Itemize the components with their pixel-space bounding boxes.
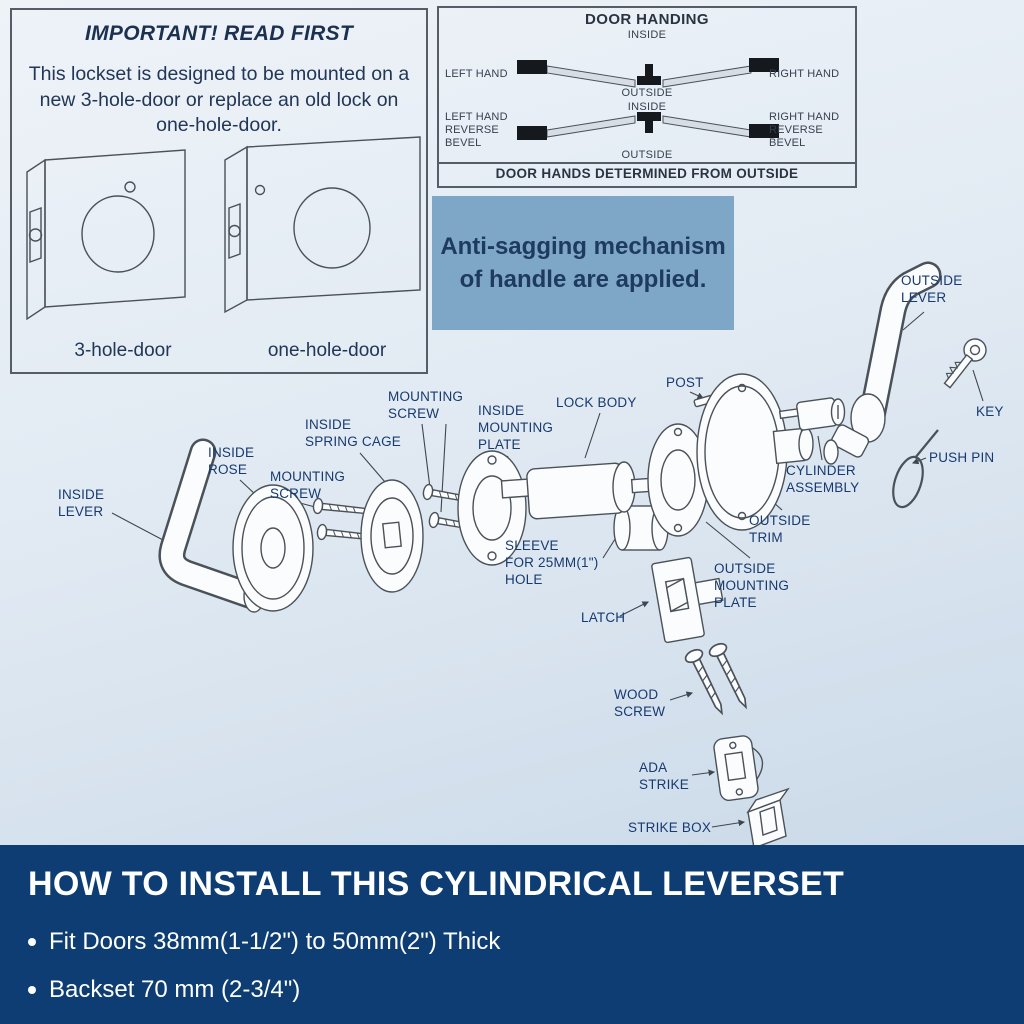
label-post: POST — [666, 375, 704, 390]
door-illustrations — [26, 136, 421, 321]
left-hand-label: LEFT HAND — [445, 68, 508, 80]
install-banner: HOW TO INSTALL THIS CYLINDRICAL LEVERSET… — [0, 845, 1024, 1024]
label-cylinder-assembly: CYLINDER ASSEMBLY — [786, 463, 860, 495]
right-hand-label: RIGHT HAND — [769, 68, 840, 80]
label-inside-rose: INSIDE ROSE — [208, 445, 255, 477]
door-1hole-label: one-hole-door — [267, 340, 387, 361]
banner-bullet-2-text: Backset 70 mm (2-3/4") — [49, 976, 301, 1003]
left-hand-reverse-label: LEFT HAND REVERSE BEVEL — [445, 111, 508, 149]
outside-mounting-plate-drawing — [647, 423, 709, 537]
bullet-icon — [28, 938, 36, 946]
label-mounting-screw-1: MOUNTING SCREW — [270, 469, 346, 501]
inside-spring-cage-drawing — [360, 479, 424, 593]
outside-top-label: OUTSIDE — [621, 87, 673, 99]
handing-row-bottom-drawing — [517, 112, 779, 140]
door-handing-footer: DOOR HANDS DETERMINED FROM OUTSIDE — [495, 166, 799, 181]
banner-bullet-1-text: Fit Doors 38mm(1-1/2") to 50mm(2") Thick — [49, 928, 501, 955]
label-mounting-screw-2: MOUNTING SCREW — [388, 389, 464, 421]
door-handing-title: DOOR HANDING — [585, 11, 709, 28]
door-handing-box: DOOR HANDING INSIDE OUTSIDE INSIDE OUTSI… — [437, 6, 857, 188]
important-title: IMPORTANT! READ FIRST — [84, 22, 353, 45]
strike-box-drawing — [746, 787, 790, 849]
inside-mounting-plate-drawing — [457, 450, 527, 566]
label-strike-box: STRIKE BOX — [628, 820, 712, 835]
key-drawing — [943, 338, 987, 389]
inside-top-label: INSIDE — [627, 29, 667, 41]
ada-strike-drawing — [713, 735, 764, 802]
important-box: IMPORTANT! READ FIRST This lockset is de… — [10, 8, 428, 374]
label-inside-mounting-plate: INSIDE MOUNTING PLATE — [478, 403, 554, 452]
anti-sag-note: Anti-sagging mechanism of handle are app… — [432, 196, 734, 330]
label-sleeve: SLEEVE FOR 25MM(1") HOLE — [505, 538, 599, 587]
bullet-icon — [28, 986, 36, 994]
door-3hole-label: 3-hole-door — [74, 340, 172, 361]
label-lock-body: LOCK BODY — [556, 395, 637, 410]
banner-bullet-2: Backset 70 mm (2-3/4") — [28, 976, 996, 1004]
cylinder-assembly-drawing — [778, 397, 846, 431]
label-push-pin: PUSH PIN — [929, 450, 995, 465]
wood-screws-drawing — [682, 640, 755, 718]
outside-trim-drawing — [696, 373, 814, 531]
push-pin-drawing — [892, 429, 939, 509]
label-inside-spring-cage: INSIDE SPRING CAGE — [305, 417, 401, 449]
label-outside-trim: OUTSIDE TRIM — [749, 513, 811, 545]
label-key: KEY — [976, 404, 1004, 419]
label-inside-lever: INSIDE LEVER — [58, 487, 105, 519]
latch-drawing — [651, 556, 724, 644]
inside-bottom-label: INSIDE — [627, 101, 667, 113]
label-wood-screw: WOOD SCREW — [614, 687, 666, 719]
banner-title: HOW TO INSTALL THIS CYLINDRICAL LEVERSET — [28, 865, 845, 903]
outside-bottom-label: OUTSIDE — [621, 149, 673, 161]
label-latch: LATCH — [581, 610, 626, 625]
handing-row-top-drawing — [517, 58, 779, 88]
label-outside-lever: OUTSIDE LEVER — [901, 273, 963, 305]
three-hole-door-drawing — [26, 149, 186, 321]
door-handing-diagram — [439, 58, 855, 164]
one-hole-door-drawing — [224, 136, 421, 314]
right-hand-reverse-label: RIGHT HAND REVERSE BEVEL — [769, 111, 840, 149]
outside-lever-drawing — [823, 261, 942, 465]
banner-bullet-1: Fit Doors 38mm(1-1/2") to 50mm(2") Thick — [28, 928, 996, 956]
inside-rose-drawing — [232, 484, 314, 612]
label-outside-mounting-plate: OUTSIDE MOUNTING PLATE — [714, 561, 790, 610]
important-body: This lockset is designed to be mounted o… — [28, 63, 410, 137]
label-ada-strike: ADA STRIKE — [639, 760, 689, 792]
